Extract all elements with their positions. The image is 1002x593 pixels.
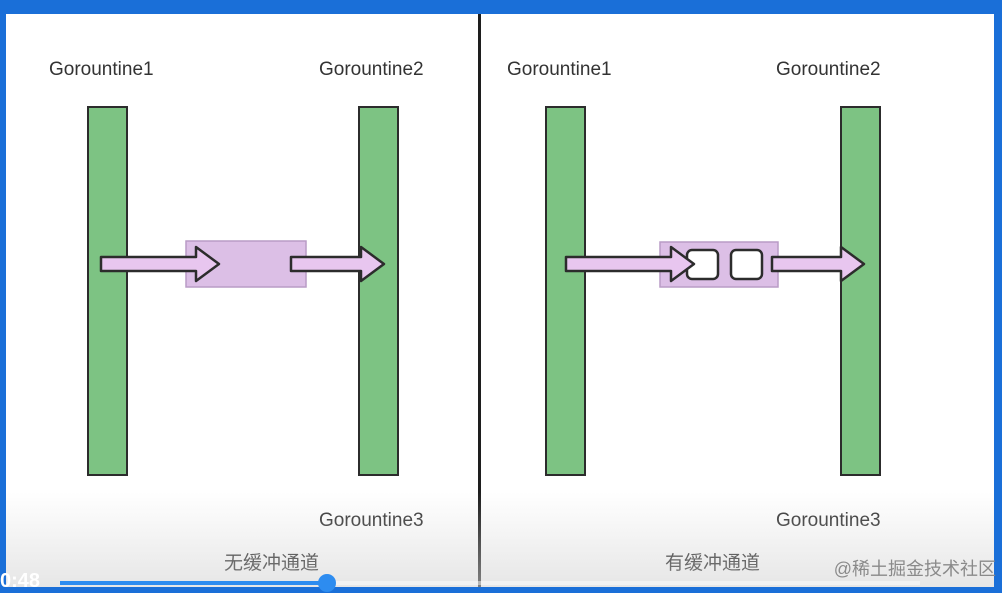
panel-divider (478, 14, 481, 587)
left-arrow-in (99, 245, 221, 283)
progress-fill (60, 581, 327, 585)
slide-frame: Gorountine1 Gorountine2 Gorountine3 无缓冲通… (6, 14, 994, 587)
video-player-bar: 0:48 (0, 570, 1002, 592)
right-goroutine1-label: Gorountine1 (507, 59, 612, 80)
left-goroutine2-bar (358, 106, 399, 476)
right-goroutine2-bar (840, 106, 881, 476)
watermark: @稀土掘金技术社区 (833, 559, 996, 579)
left-goroutine2-label: Gorountine2 (319, 59, 424, 80)
right-arrow-in (564, 245, 696, 283)
progress-track[interactable] (60, 574, 920, 592)
right-goroutine1-bar (545, 106, 586, 476)
left-arrow-out (289, 245, 386, 283)
progress-knob[interactable] (317, 574, 336, 592)
right-goroutine2-label: Gorountine2 (776, 59, 881, 80)
buffer-slot-2 (729, 248, 764, 281)
playback-time: 0:48 (0, 570, 41, 592)
left-goroutine1-label: Gorountine1 (49, 59, 154, 80)
left-goroutine1-bar (87, 106, 128, 476)
right-arrow-out (770, 245, 866, 283)
channel-diagram (99, 240, 866, 288)
